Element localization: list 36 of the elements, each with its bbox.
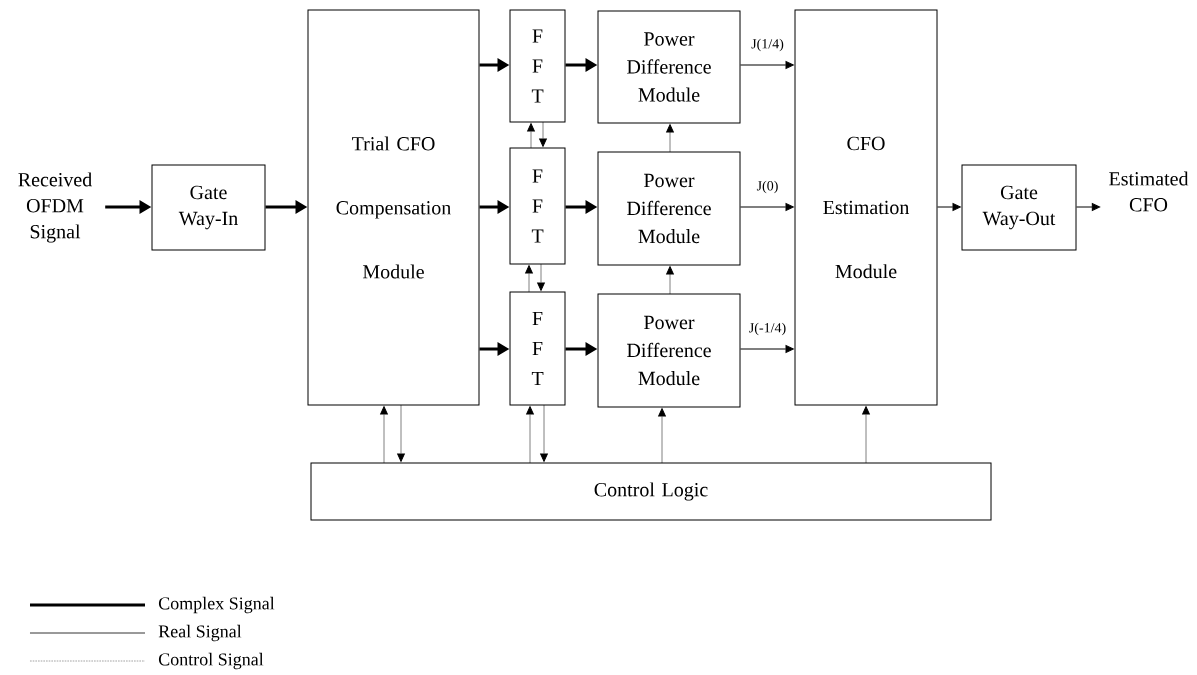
arrow	[526, 406, 534, 463]
arrow	[937, 203, 961, 211]
edge-label: J(1/4)	[750, 37, 785, 53]
arrow	[862, 406, 870, 463]
legend-label: Control Signal	[158, 652, 264, 670]
arrow	[539, 122, 547, 147]
process-box: Trial CFO Compensation Module	[307, 9, 480, 406]
process-box: Power Difference Module	[597, 293, 741, 408]
arrow	[537, 264, 545, 291]
arrow	[525, 265, 533, 292]
edge-label: J(0)	[755, 179, 780, 195]
arrow	[666, 266, 674, 294]
process-box: CFO Estimation Module	[794, 9, 938, 406]
process-box: Power Difference Module	[597, 10, 741, 124]
arrow	[740, 61, 794, 69]
arrow	[740, 203, 794, 211]
process-box: F F T	[509, 291, 566, 406]
process-box: Power Difference Module	[597, 151, 741, 266]
arrow	[740, 345, 794, 353]
signal-label: Received OFDM Signal	[18, 172, 92, 243]
legend-label: Complex Signal	[158, 596, 275, 614]
arrow	[527, 123, 535, 148]
arrow	[540, 405, 548, 462]
signal-label: Estimated CFO	[1109, 171, 1189, 212]
process-box: F F T	[509, 147, 566, 265]
arrow	[397, 405, 405, 462]
process-box: Gate Way-Out	[961, 164, 1077, 251]
process-box: F F T	[509, 9, 566, 123]
process-box: Control Logic	[310, 462, 992, 521]
legend-label: Real Signal	[158, 624, 242, 642]
arrow	[380, 406, 388, 463]
edge-label: J(-1/4)	[747, 321, 788, 337]
arrow	[658, 408, 666, 463]
arrow	[666, 124, 674, 152]
process-box: Gate Way-In	[151, 164, 266, 251]
arrow	[1076, 203, 1101, 211]
